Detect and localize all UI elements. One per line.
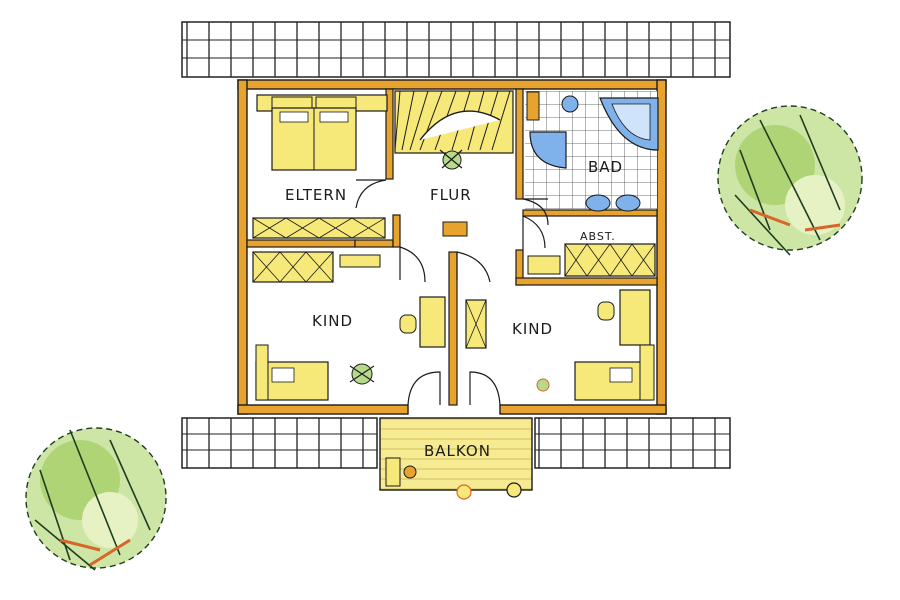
roof-top [181, 21, 731, 78]
doors [355, 179, 549, 406]
sink-icon [615, 194, 641, 212]
desk-icon [419, 296, 446, 348]
room-label-kind-left: KIND [312, 312, 353, 330]
shower-icon [529, 131, 567, 169]
left-child-room-furniture [252, 251, 446, 401]
sink-icon [585, 194, 611, 212]
plant-icon [439, 149, 463, 170]
chair-icon [399, 314, 417, 334]
room-label-bad: BAD [588, 158, 623, 176]
room-label-abstell: ABST. [580, 230, 616, 243]
roof-bottom-left [181, 417, 378, 469]
bathroom [525, 91, 659, 212]
cabinet [442, 221, 468, 237]
room-label-eltern: ELTERN [285, 186, 347, 204]
desk-icon [619, 289, 651, 346]
room-label-balkon: BALKON [424, 442, 491, 460]
tree-icon [25, 427, 167, 571]
shelf-icon [527, 243, 656, 277]
room-label-kind-right: KIND [512, 320, 553, 338]
roof-bottom-right [534, 417, 731, 469]
double-bed-icon [256, 94, 388, 171]
chair-icon [597, 301, 615, 321]
balcony [379, 417, 533, 500]
interior-walls [246, 88, 658, 406]
toilet-icon [561, 95, 579, 113]
staircase-icon [394, 90, 514, 154]
tree-icon [717, 105, 863, 256]
wardrobe-icon [252, 217, 386, 239]
right-child-room-furniture [465, 289, 655, 401]
room-label-flur: FLUR [430, 186, 472, 204]
